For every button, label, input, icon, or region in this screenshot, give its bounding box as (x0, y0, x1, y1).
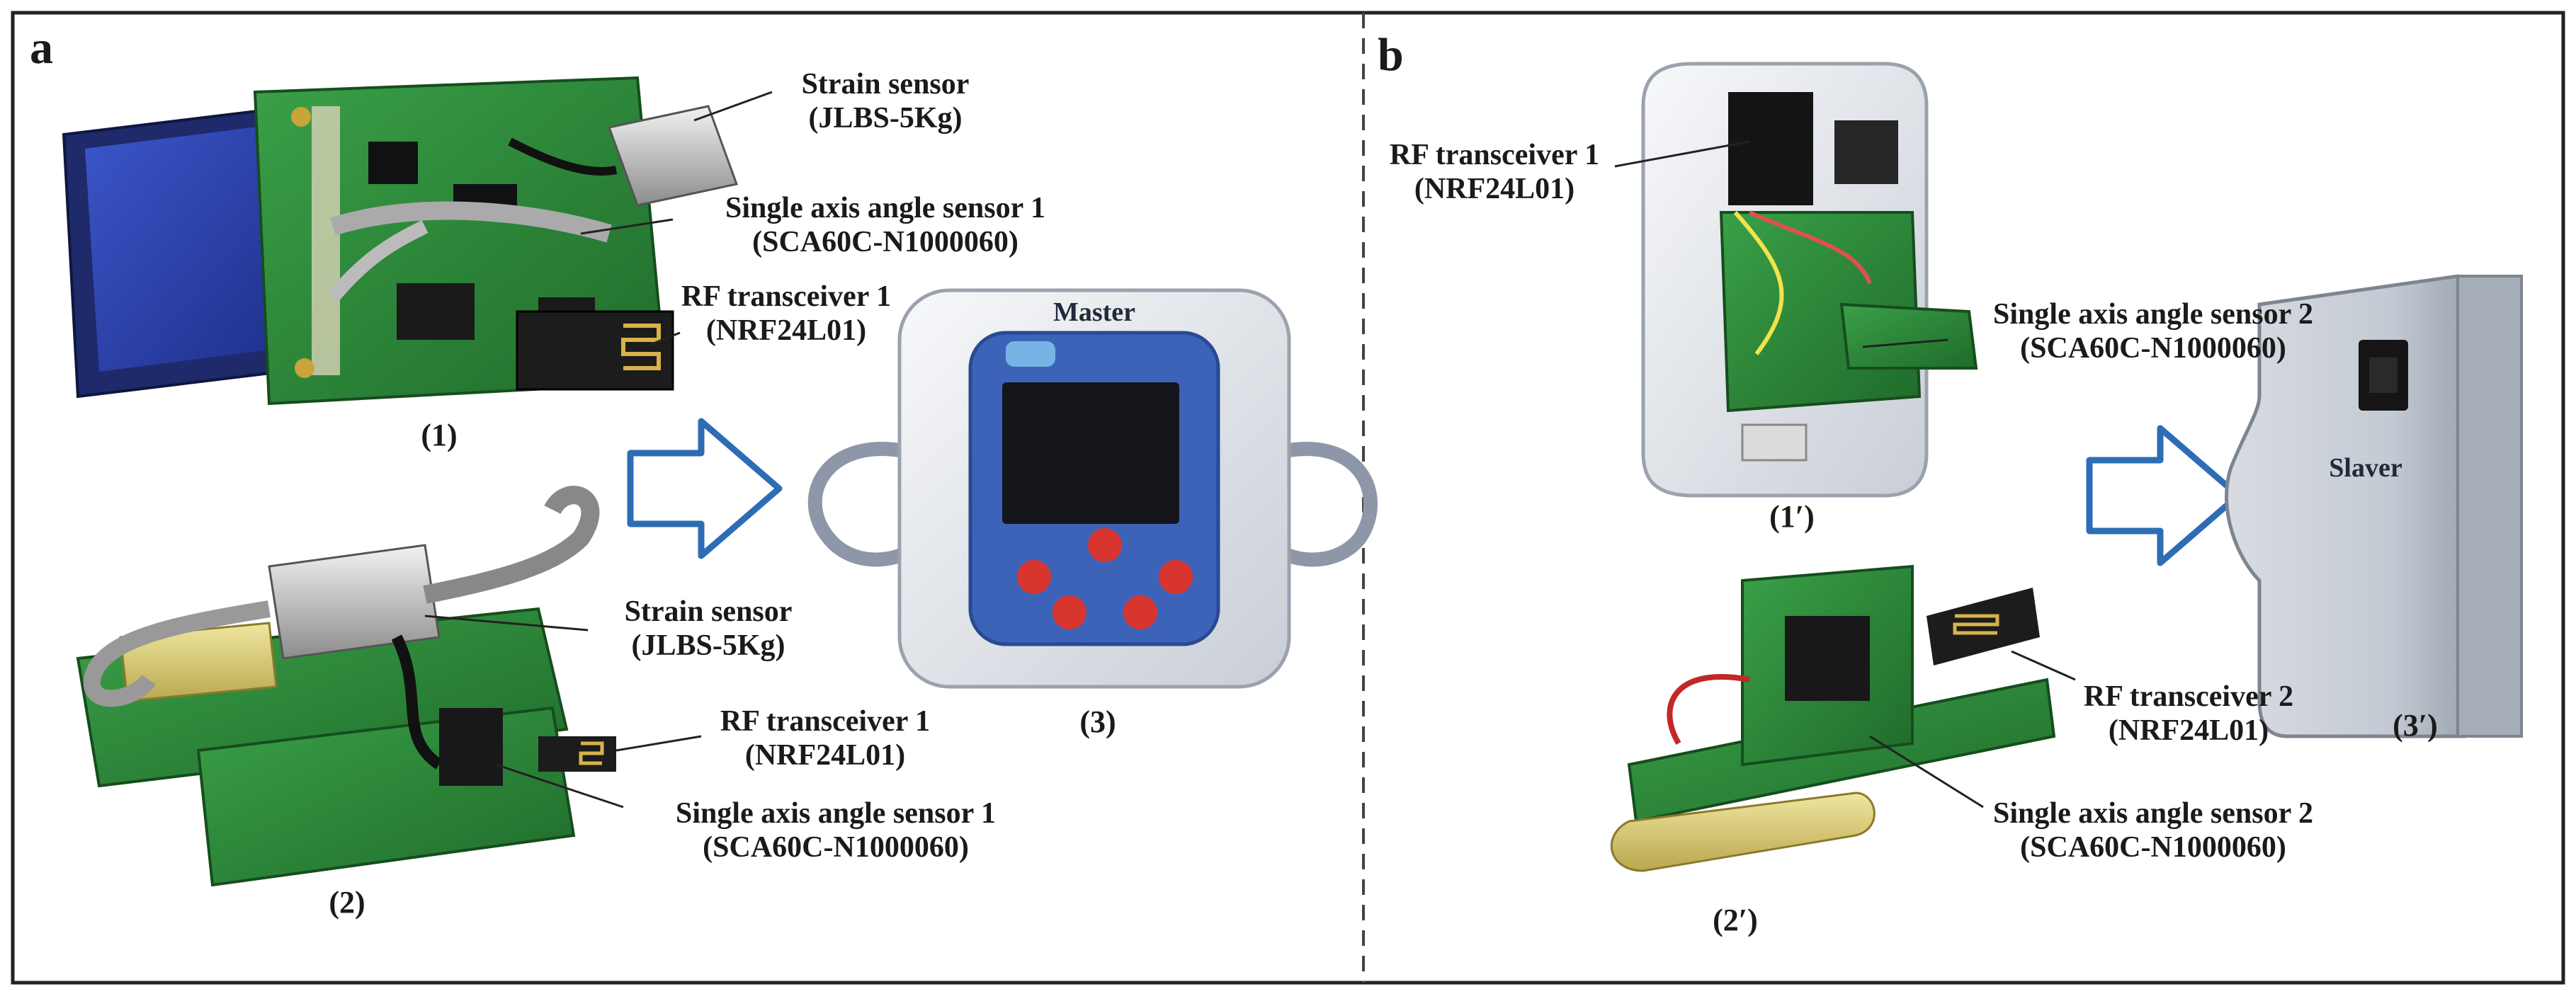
figure-number-3: (3) (1079, 704, 1116, 739)
angle-sensor-b-bottom-label: Single axis angle sensor 2 (SCA60C-N1000… (1927, 796, 2380, 865)
strain-sensor-photo (508, 105, 738, 207)
strain-sensor-top-model: (JLBS-5Kg) (808, 102, 963, 135)
leader-line (693, 91, 773, 122)
figure-number-1-prime: (1′) (1769, 499, 1815, 534)
rf-transceiver-module-photo (516, 310, 674, 391)
figure-border (11, 11, 2565, 985)
rf-transceiver-top-label: RF transceiver 1 (NRF24L01) (652, 280, 921, 348)
leader-line (424, 615, 589, 632)
angle-sensor-b-bottom-model: (SCA60C-N1000060) (2020, 831, 2286, 864)
angle-sensor-top-model: (SCA60C-N1000060) (752, 226, 1019, 259)
rf-transceiver-top-model: (NRF24L01) (705, 314, 867, 348)
strain-sensor-top-name: Strain sensor (801, 68, 970, 101)
rf-transceiver-b-bottom-label: RF transceiver 2 (NRF24L01) (2054, 680, 2323, 748)
master-device-photo (807, 288, 1378, 689)
leader-line (615, 735, 702, 752)
leader-line (580, 218, 674, 235)
angle-sensor-bottom-model: (SCA60C-N1000060) (703, 831, 969, 864)
strain-sensor-bottom-model: (JLBS-5Kg) (631, 629, 785, 663)
figure-number-1: (1) (421, 418, 458, 452)
strain-sensor-bottom-name: Strain sensor (624, 595, 793, 628)
rf-transceiver-b-top-name: RF transceiver 1 (1389, 139, 1600, 171)
leader-line (2011, 650, 2076, 681)
angle-sensor-b-top-label: Single axis angle sensor 2 (SCA60C-N1000… (1927, 297, 2380, 366)
figure-number-2-prime: (2′) (1713, 903, 1758, 937)
slaver-device-photo (2225, 274, 2523, 738)
controller-board-photo (62, 76, 668, 406)
rf-transceiver-b-top-label: RF transceiver 1 (NRF24L01) (1367, 138, 1622, 207)
panel-label-b: b (1378, 29, 1404, 81)
transition-arrow-a (627, 418, 783, 559)
rf-transceiver-b-bottom-name: RF transceiver 2 (2083, 680, 2294, 713)
figure-number-3-prime: (3′) (2393, 708, 2438, 743)
assembly-render-photo (76, 486, 616, 887)
angle-sensor-top-label: Single axis angle sensor 1 (SCA60C-N1000… (659, 191, 1112, 260)
rf-transceiver-bottom-label: RF transceiver 1 (NRF24L01) (691, 704, 960, 773)
rf-transceiver-b-top-model: (NRF24L01) (1414, 173, 1575, 206)
rf-transceiver-top-name: RF transceiver 1 (681, 280, 892, 313)
rf-transceiver-b-bottom-model: (NRF24L01) (2108, 714, 2269, 748)
master-device-label: Master (1052, 297, 1136, 327)
leader-line (1614, 140, 1750, 168)
rf-transceiver-bottom-name: RF transceiver 1 (720, 705, 931, 738)
slaver-open-enclosure-photo (1641, 62, 1978, 498)
strain-sensor-top-label: Strain sensor (JLBS-5Kg) (758, 67, 1013, 136)
slaver-device-label: Slaver (2329, 453, 2402, 483)
angle-sensor-bottom-name: Single axis angle sensor 1 (676, 797, 996, 830)
figure-number-2: (2) (329, 885, 365, 920)
angle-sensor-top-name: Single axis angle sensor 1 (725, 192, 1045, 224)
leader-line (644, 331, 681, 348)
panel-label-a: a (30, 22, 53, 74)
leader-line (495, 763, 624, 809)
strain-sensor-bottom-label: Strain sensor (JLBS-5Kg) (581, 595, 836, 663)
angle-sensor-b-top-model: (SCA60C-N1000060) (2020, 332, 2286, 365)
rf-transceiver-bottom-model: (NRF24L01) (744, 739, 906, 772)
slaver-board-render-photo (1610, 564, 2056, 872)
angle-sensor-b-bottom-name: Single axis angle sensor 2 (1993, 797, 2313, 830)
angle-sensor-bottom-label: Single axis angle sensor 1 (SCA60C-N1000… (609, 796, 1062, 865)
leader-line (1869, 735, 1984, 809)
angle-sensor-b-top-name: Single axis angle sensor 2 (1993, 298, 2313, 331)
transition-arrow-b (2086, 425, 2242, 566)
leader-line (1862, 338, 1948, 348)
